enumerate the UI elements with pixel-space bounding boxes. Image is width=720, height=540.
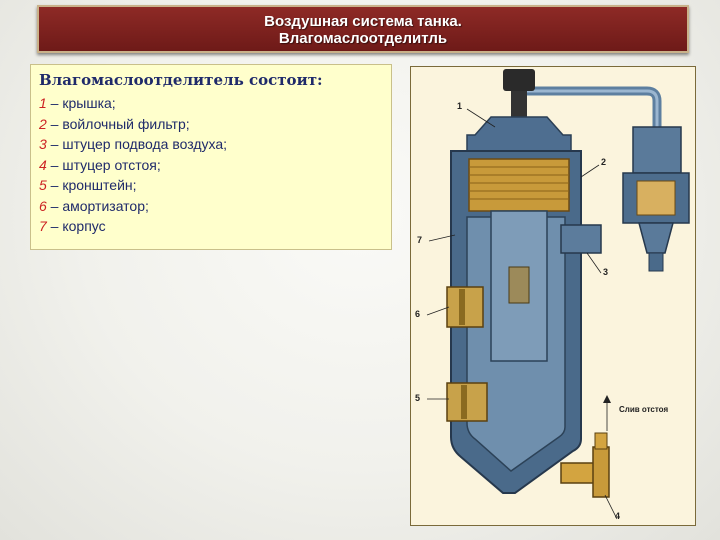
parts-list-item: 7 – корпус xyxy=(39,216,383,237)
item-text: – кронштейн; xyxy=(46,177,137,193)
valve-nipple xyxy=(648,252,664,272)
felt-filter-part-2 xyxy=(468,158,570,212)
item-text: – штуцер подвода воздуха; xyxy=(46,136,228,152)
callout-7: 7 xyxy=(417,235,423,245)
item-text: – войлочный фильтр; xyxy=(46,115,190,132)
air-inlet-fitting-part-3 xyxy=(560,224,602,254)
parts-list-item: 6 – амортизатор; xyxy=(39,196,383,217)
separator-diagram: 1 2 7 3 6 5 4 Слив отстоя xyxy=(410,66,696,526)
item-number: 7 xyxy=(39,218,47,234)
drain-arrow xyxy=(603,395,611,403)
valve-outlet xyxy=(638,222,674,254)
leader-lines xyxy=(426,108,618,520)
parts-list-item: 4 – штуцер отстоя; xyxy=(39,155,383,176)
filter-lines xyxy=(469,166,569,200)
mesh-element xyxy=(508,266,530,304)
bracket-core xyxy=(461,385,467,419)
callout-1: 1 xyxy=(457,101,463,111)
item-text: – штуцер отстоя; xyxy=(46,156,161,173)
item-text: – корпус xyxy=(46,218,106,234)
item-text: – крышка; xyxy=(46,95,116,111)
callout-6: 6 xyxy=(415,309,421,319)
description-heading: Влагомаслоотделитель состоит: xyxy=(39,71,323,89)
callout-4: 4 xyxy=(615,511,621,521)
item-number: 3 xyxy=(39,136,47,152)
parts-list-item: 2 – войлочный фильтр; xyxy=(39,114,383,135)
cap-part-1 xyxy=(466,116,572,152)
separator-cutaway-drawing xyxy=(426,69,690,520)
slide-title: Воздушная система танка. Влагомаслоотдел… xyxy=(37,5,689,53)
parts-list-item: 1 – крышка; xyxy=(39,93,383,114)
item-number: 5 xyxy=(39,177,47,193)
title-line-2: Влагомаслоотделитль xyxy=(278,30,448,47)
drain-label: Слив отстоя xyxy=(619,405,669,414)
cap-nut xyxy=(503,69,535,91)
item-number: 2 xyxy=(39,115,47,132)
shock-absorber-core xyxy=(459,289,465,325)
valve-filter xyxy=(636,180,676,216)
item-number: 1 xyxy=(39,95,47,111)
item-number: 4 xyxy=(39,156,47,173)
parts-list-item: 5 – кронштейн; xyxy=(39,175,383,196)
title-line-1: Воздушная система танка. xyxy=(264,13,462,30)
callout-2: 2 xyxy=(601,157,607,167)
item-number: 6 xyxy=(39,197,47,214)
callout-3: 3 xyxy=(603,267,609,277)
drain-cap xyxy=(594,432,608,450)
callout-5: 5 xyxy=(415,393,421,403)
item-text: – амортизатор; xyxy=(46,197,149,214)
parts-list: 1 – крышка; 2 – войлочный фильтр; 3 – шт… xyxy=(39,93,383,237)
description-box: Влагомаслоотделитель состоит: 1 – крышка… xyxy=(30,64,392,250)
drain-valve xyxy=(592,446,610,498)
parts-list-item: 3 – штуцер подвода воздуха; xyxy=(39,134,383,155)
valve-housing xyxy=(632,126,682,174)
